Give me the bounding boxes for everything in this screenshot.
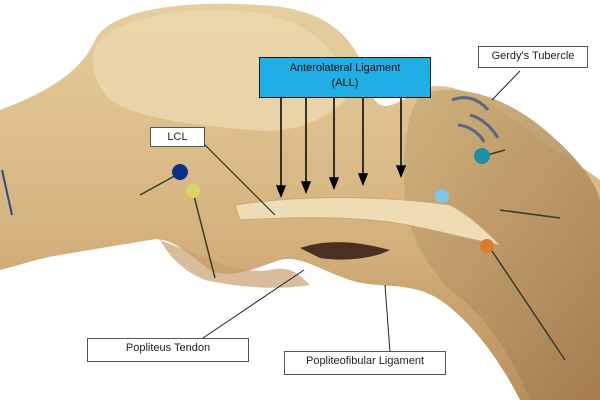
pin-light-blue: [435, 189, 449, 203]
popliteofibular-ligament-label: Popliteofibular Ligament: [284, 351, 446, 375]
pin-shafts: [139, 149, 566, 361]
all-label-line2: (ALL): [331, 77, 359, 89]
gerdys-tubercle-label: Gerdy's Tubercle: [478, 46, 588, 68]
popliteus-leader: [199, 269, 305, 341]
pin-yellow: [186, 184, 200, 198]
popliteofibular-leader: [384, 284, 391, 353]
gerdys-ink-marks: [451, 96, 500, 143]
lower-tissue-shading: [160, 240, 310, 288]
pin-orange: [480, 239, 494, 253]
tibia-region: [403, 89, 600, 400]
lateral-ligament-band: [234, 197, 502, 246]
left-ink-mark: [1, 169, 13, 216]
gerdys-leader: [491, 70, 521, 101]
all-callout: Anterolateral Ligament (ALL): [259, 57, 431, 98]
pin-dark-blue: [172, 164, 188, 180]
all-arrows: [275, 98, 407, 199]
femoral-condyle: [93, 9, 350, 131]
joint-space: [300, 242, 390, 260]
pin-teal: [474, 148, 490, 164]
lcl-label: LCL: [150, 127, 205, 147]
lcl-leader: [202, 142, 276, 216]
popliteus-tendon-label: Popliteus Tendon: [87, 338, 249, 362]
all-label-line1: Anterolateral Ligament: [289, 62, 401, 74]
